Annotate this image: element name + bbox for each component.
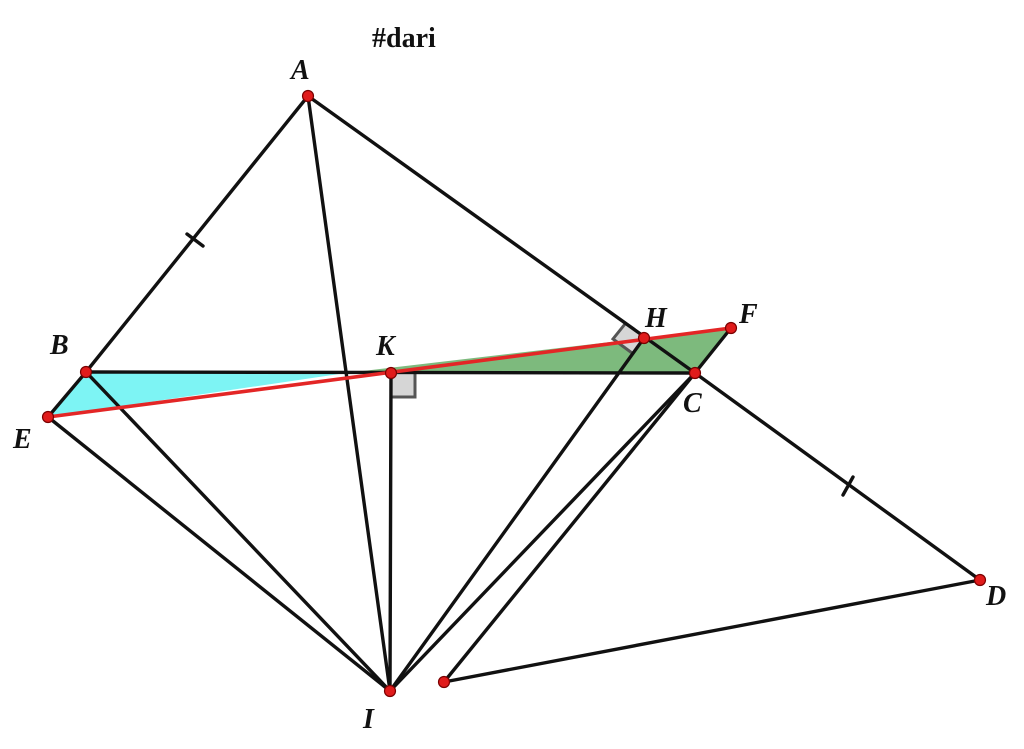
label-D: D (985, 581, 1006, 612)
label-H: H (644, 303, 668, 334)
label-K: K (375, 331, 397, 362)
segment-BE (46, 370, 88, 419)
point-K[interactable] (384, 366, 398, 380)
right-angle-marker-K (391, 373, 417, 399)
point-A[interactable] (301, 89, 315, 103)
segment-PD (442, 578, 982, 684)
segment-KI (388, 371, 393, 693)
point-C[interactable] (688, 366, 702, 380)
point-H[interactable] (637, 331, 651, 345)
segment-BI (84, 370, 392, 693)
label-C: C (683, 388, 702, 419)
equal-tick-AB (185, 232, 205, 248)
equal-tick-CD (841, 475, 855, 497)
point-E[interactable] (41, 410, 55, 424)
segment-AB (84, 94, 310, 374)
segment-EI (46, 415, 392, 693)
point-D[interactable] (973, 573, 987, 587)
segment-AC (306, 94, 697, 375)
segment-CI (388, 371, 697, 693)
label-B: B (49, 330, 69, 361)
segment-HI (388, 336, 646, 693)
point-I[interactable] (383, 684, 397, 698)
label-E: E (12, 424, 32, 455)
label-A: A (289, 55, 310, 86)
point-P[interactable] (437, 675, 451, 689)
segment-FC (693, 326, 733, 375)
point-B[interactable] (79, 365, 93, 379)
label-I: I (362, 704, 375, 735)
segment-CP (442, 371, 697, 684)
point-F[interactable] (724, 321, 738, 335)
right-angle-marker-H (610, 323, 644, 355)
segment-AI (306, 94, 392, 693)
diagram-title: #dari (372, 23, 436, 54)
segment-CD (693, 371, 982, 582)
label-F: F (738, 299, 758, 330)
